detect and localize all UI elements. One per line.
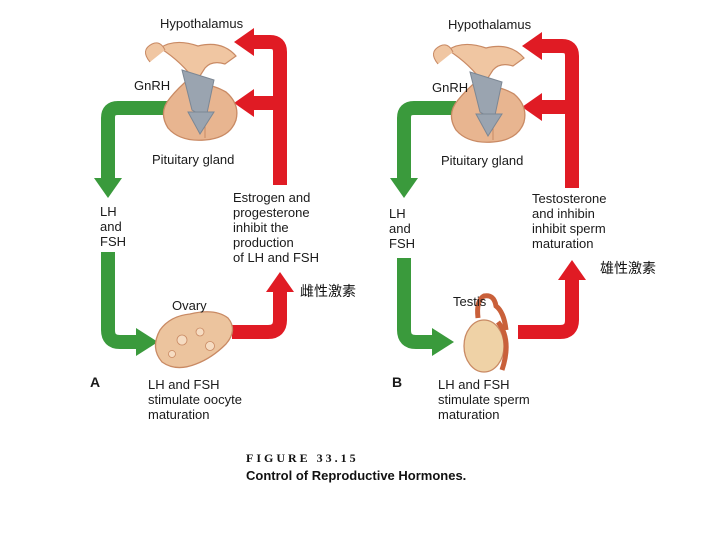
lh-fsh-label-b: LH and FSH [389, 206, 415, 251]
panel-b-letter: B [392, 374, 403, 390]
red-arrowhead-a-bottom [266, 272, 294, 292]
green-arrowhead-b-top [390, 178, 418, 198]
hypothalamus-label-b: Hypothalamus [448, 17, 532, 32]
figure-caption: Control of Reproductive Hormones. [246, 468, 467, 483]
ovary-illustration [154, 311, 234, 369]
pituitary-label-a: Pituitary gland [152, 152, 235, 167]
panel-a-letter: A [90, 374, 101, 390]
red-arrowhead-b-middle [522, 93, 542, 121]
stimulate-label-b: LH and FSH stimulate sperm maturation [438, 377, 530, 422]
pituitary-label-b: Pituitary gland [441, 153, 524, 168]
red-arrowhead-b-top [522, 32, 542, 60]
figure-number: FIGURE 33.15 [246, 451, 359, 465]
pituitary-illustration-b [433, 43, 526, 143]
hypothalamus-label-a: Hypothalamus [160, 16, 244, 31]
green-arrow-to-testis-b [397, 258, 434, 349]
green-arrow-to-ovary-a [101, 252, 138, 349]
red-arrow-to-hypothalamus-b [540, 39, 579, 188]
red-arrow-to-hypothalamus-a [252, 35, 287, 185]
red-arrowhead-a-top [234, 28, 254, 56]
feedback-label-a: Estrogen and progesterone inhibit the pr… [233, 190, 319, 265]
lh-fsh-label-a: LH and FSH [100, 204, 126, 249]
testosterone-chinese-label: 雄性激素 [600, 261, 656, 277]
green-arrow-lh-fsh-a [101, 101, 172, 180]
red-arrowhead-a-middle [234, 89, 254, 117]
green-arrowhead-a-bottom [136, 328, 158, 356]
red-arrow-feedback-b [518, 278, 579, 339]
green-arrow-lh-fsh-b [397, 101, 456, 180]
red-arrow-feedback-a [232, 290, 287, 339]
green-arrowhead-a-top [94, 178, 122, 198]
feedback-label-b: Testosterone and inhibin inhibit sperm m… [532, 191, 607, 251]
gnrh-label-a: GnRH [134, 78, 171, 93]
green-arrowhead-b-bottom [432, 328, 454, 356]
stimulate-label-a: LH and FSH stimulate oocyte maturation [148, 377, 242, 422]
ovary-label: Ovary [172, 298, 207, 313]
red-arrowhead-b-bottom [558, 260, 586, 280]
testis-illustration [463, 293, 509, 373]
estrogen-chinese-label: 雌性激素 [300, 284, 356, 300]
testis-label: Testis [453, 294, 487, 309]
pituitary-illustration-a [145, 41, 238, 141]
gnrh-label-b: GnRH [432, 80, 469, 95]
